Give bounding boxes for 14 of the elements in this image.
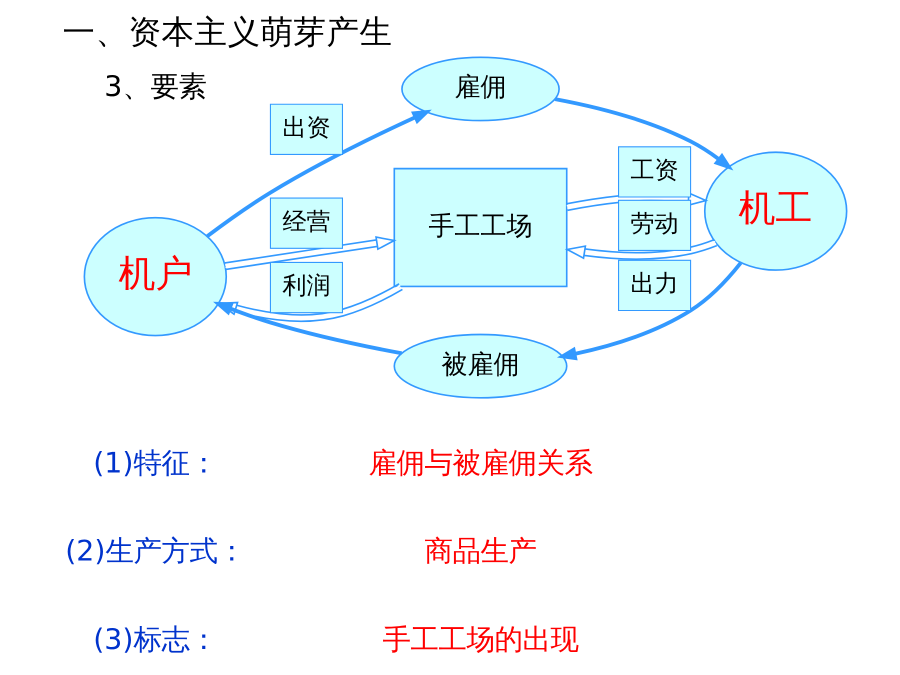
edge-label: 出资 (282, 113, 330, 142)
edge-label: 利润 (282, 272, 330, 300)
edge-label: 工资 (630, 156, 678, 184)
label: 3、要素 (104, 70, 206, 103)
label: (3)标志： (92, 623, 217, 656)
label: (1)特征： (92, 446, 217, 480)
label: 手工工场的出现 (382, 623, 578, 656)
label: 商品生产 (424, 534, 536, 568)
label: 雇佣与被雇佣关系 (368, 446, 592, 480)
edge-label: 出力 (630, 270, 678, 298)
label: (2)生产方式： (64, 534, 245, 568)
diagram-title: 一、资本主义萌芽产生 (62, 13, 392, 52)
edge-label: 劳动 (630, 209, 678, 238)
edge-label: 经营 (282, 207, 330, 236)
